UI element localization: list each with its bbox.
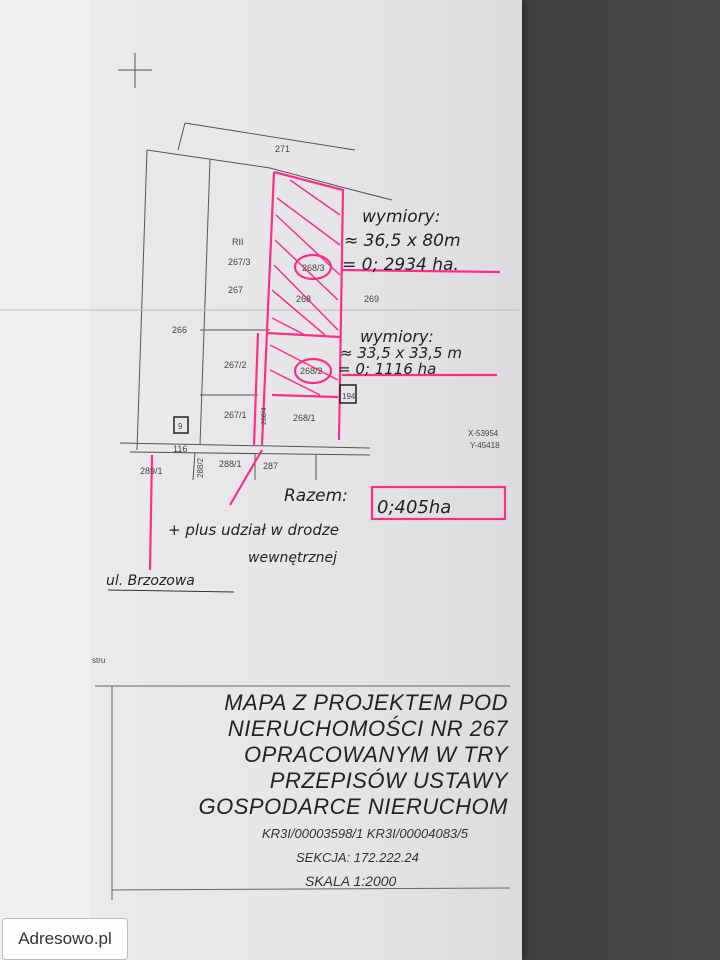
parcel-label: 268/3 xyxy=(302,263,325,273)
parcel-label: 267/2 xyxy=(224,360,247,370)
dimensions-size-2: ≈ 33,5 x 33,5 m xyxy=(340,344,462,362)
street-name: ul. Brzozowa xyxy=(106,573,195,589)
parcel-label: 267/1 xyxy=(224,410,247,420)
dimensions-label-2: wymiory: xyxy=(360,327,434,346)
building-number: 9 xyxy=(178,422,183,431)
section-number: SEKCJA: 172.222.24 xyxy=(296,850,419,865)
title-line: NIERUCHOMOŚCI NR 267 xyxy=(227,716,508,741)
parcel-label: 288/1 xyxy=(219,459,242,469)
dimensions-label-1: wymiory: xyxy=(362,207,440,227)
parcel-label: 266 xyxy=(172,325,187,335)
title-line: OPRACOWANYM W TRY xyxy=(244,742,508,767)
coordinate-x: X-53954 xyxy=(468,429,499,438)
road-share-note: + plus udział w drodze xyxy=(168,521,339,539)
title-line: MAPA Z PROJEKTEM POD xyxy=(224,690,508,715)
parcel-label: 267 xyxy=(228,285,243,295)
area-2: = 0; 1116 ha xyxy=(338,360,436,378)
parcel-label: 289/1 xyxy=(140,466,163,476)
total-area: 0;405ha xyxy=(377,497,451,518)
sheet-fold xyxy=(0,0,90,960)
highlighted-parcels xyxy=(148,170,507,571)
parcel-label: 268/1 xyxy=(293,413,316,423)
title-line: PRZEPISÓW USTAWY xyxy=(269,768,508,793)
crosshair-mark xyxy=(118,53,152,88)
land-register-numbers: KR3I/00003598/1 KR3I/00004083/5 xyxy=(262,826,469,841)
parcel-label: 267/3 xyxy=(228,257,251,267)
parcel-label: 268/4 xyxy=(261,407,268,425)
area-1: = 0; 2934 ha. xyxy=(342,255,459,275)
total-label: Razem: xyxy=(284,486,348,506)
building-194-box xyxy=(339,384,357,404)
building-number: 194 xyxy=(342,392,356,401)
parcel-label: 268 xyxy=(296,294,311,304)
road-share-note-2: wewnętrznej xyxy=(248,550,337,566)
parcel-label: 287 xyxy=(263,461,278,471)
parcel-boundaries xyxy=(0,122,520,481)
dimensions-size-1: ≈ 36,5 x 80m xyxy=(344,231,461,251)
parcel-label: 116 xyxy=(173,444,187,454)
building-9-box xyxy=(173,416,189,434)
scale: SKALA 1:2000 xyxy=(305,873,397,889)
parcel-label: 268/2 xyxy=(300,366,323,376)
parcel-label: 271 xyxy=(275,144,290,154)
margin-text: stru xyxy=(92,656,105,665)
title-line: GOSPODARCE NIERUCHOM xyxy=(198,794,508,819)
parcel-label: 288/2 xyxy=(196,457,205,478)
coordinate-y: Y-45418 xyxy=(470,441,500,450)
title-block-frame xyxy=(95,685,511,900)
parcel-label: 269 xyxy=(364,294,379,304)
watermark-logo: Adresowo.pl xyxy=(2,918,128,960)
parcel-label: RII xyxy=(232,237,244,247)
